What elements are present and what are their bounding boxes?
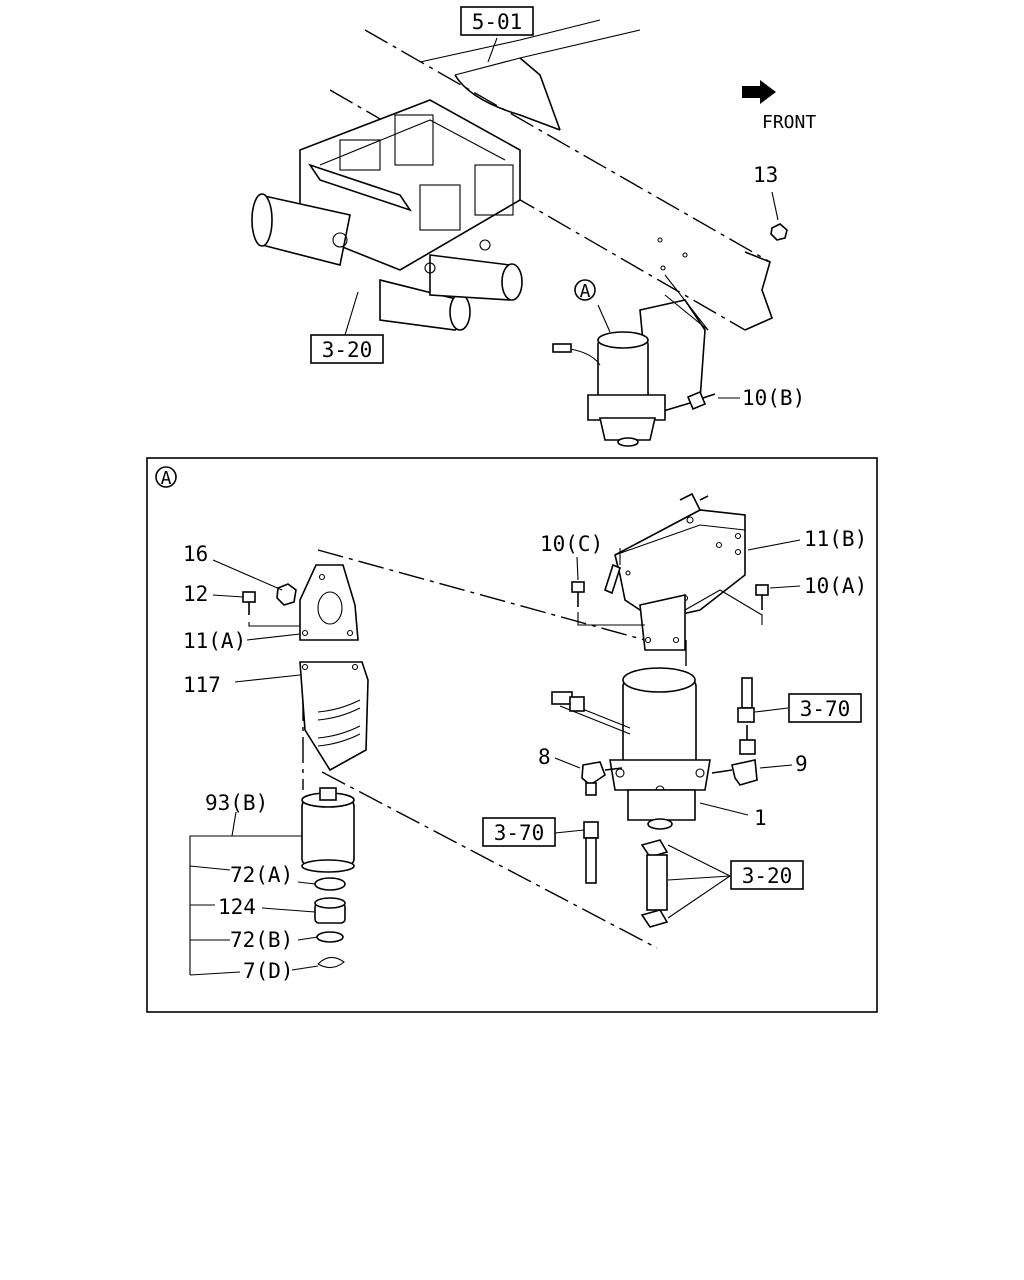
part-label-13: 13 [753,163,778,187]
part-label-72b: 72(B) [230,928,293,952]
front-label: FRONT [762,112,816,133]
part-label-1: 1 [754,806,767,830]
part-label-124: 124 [218,895,256,919]
part-label-117: 117 [183,673,221,697]
part-label-93b: 93(B) [205,791,268,815]
ref-box-3-70-left[interactable] [482,817,556,847]
ref-label-3-70-left: 3-70 [494,821,545,845]
part-label-7d: 7(D) [243,959,294,983]
part-label-10c: 10(C) [540,532,603,556]
ref-box-3-20-top[interactable] [310,334,384,364]
part-label-16: 16 [183,542,208,566]
part-label-8: 8 [538,745,551,769]
air-dryer-overview [552,274,740,447]
detail-a-illustration [189,492,801,976]
ref-box-3-20-detail[interactable] [730,860,804,890]
part-label-9: 9 [795,752,808,776]
ref-label-3-20-top: 3-20 [322,338,373,362]
part-label-10a: 10(A) [804,574,867,598]
overview-illustration [251,19,788,447]
part-label-10b-top: 10(B) [742,386,805,410]
part-label-11a: 11(A) [183,629,246,653]
front-arrow-icon [742,80,776,104]
ref-label-3-70-right: 3-70 [800,697,851,721]
part-label-11b: 11(B) [804,527,867,551]
detail-marker-top [574,279,596,301]
ref-label-3-20-detail: 3-20 [742,864,793,888]
detail-marker-frame-label: A [161,468,172,489]
detail-marker-frame [155,466,177,488]
ref-label-5-01: 5-01 [472,10,523,34]
ref-box-3-70-right[interactable] [788,693,862,723]
ref-box-5-01[interactable] [460,6,534,36]
detail-a-frame [146,457,878,1013]
part-label-12: 12 [183,582,208,606]
detail-marker-top-label: A [580,281,591,302]
part-label-72a: 72(A) [230,863,293,887]
